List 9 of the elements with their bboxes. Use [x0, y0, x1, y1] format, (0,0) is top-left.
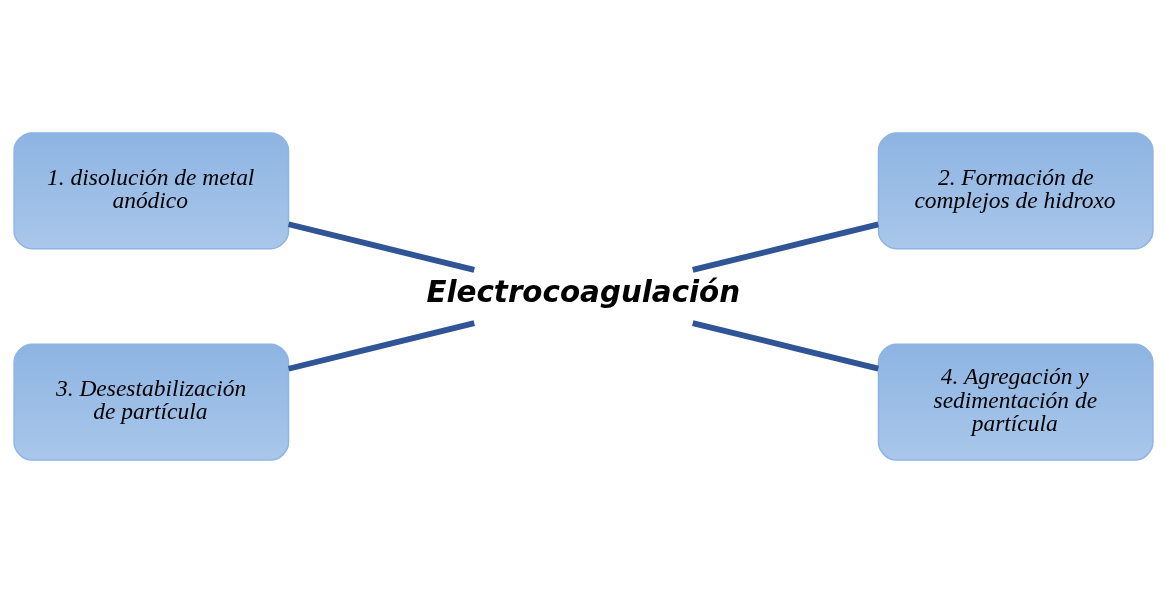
node-text: Electrocoagulación — [426, 275, 741, 310]
connector — [287, 320, 475, 372]
connector — [692, 221, 879, 273]
node-box: 4. Agregación y sedimentación de partícula — [877, 343, 1154, 461]
node-box: 2. Formación de complejos de hidroxo — [877, 132, 1154, 250]
node-box: 1. disolución de metal anódico — [13, 132, 290, 250]
connector — [287, 221, 475, 273]
node-box: 3. Desestabilización de partícula — [13, 343, 290, 461]
connector — [692, 320, 879, 372]
